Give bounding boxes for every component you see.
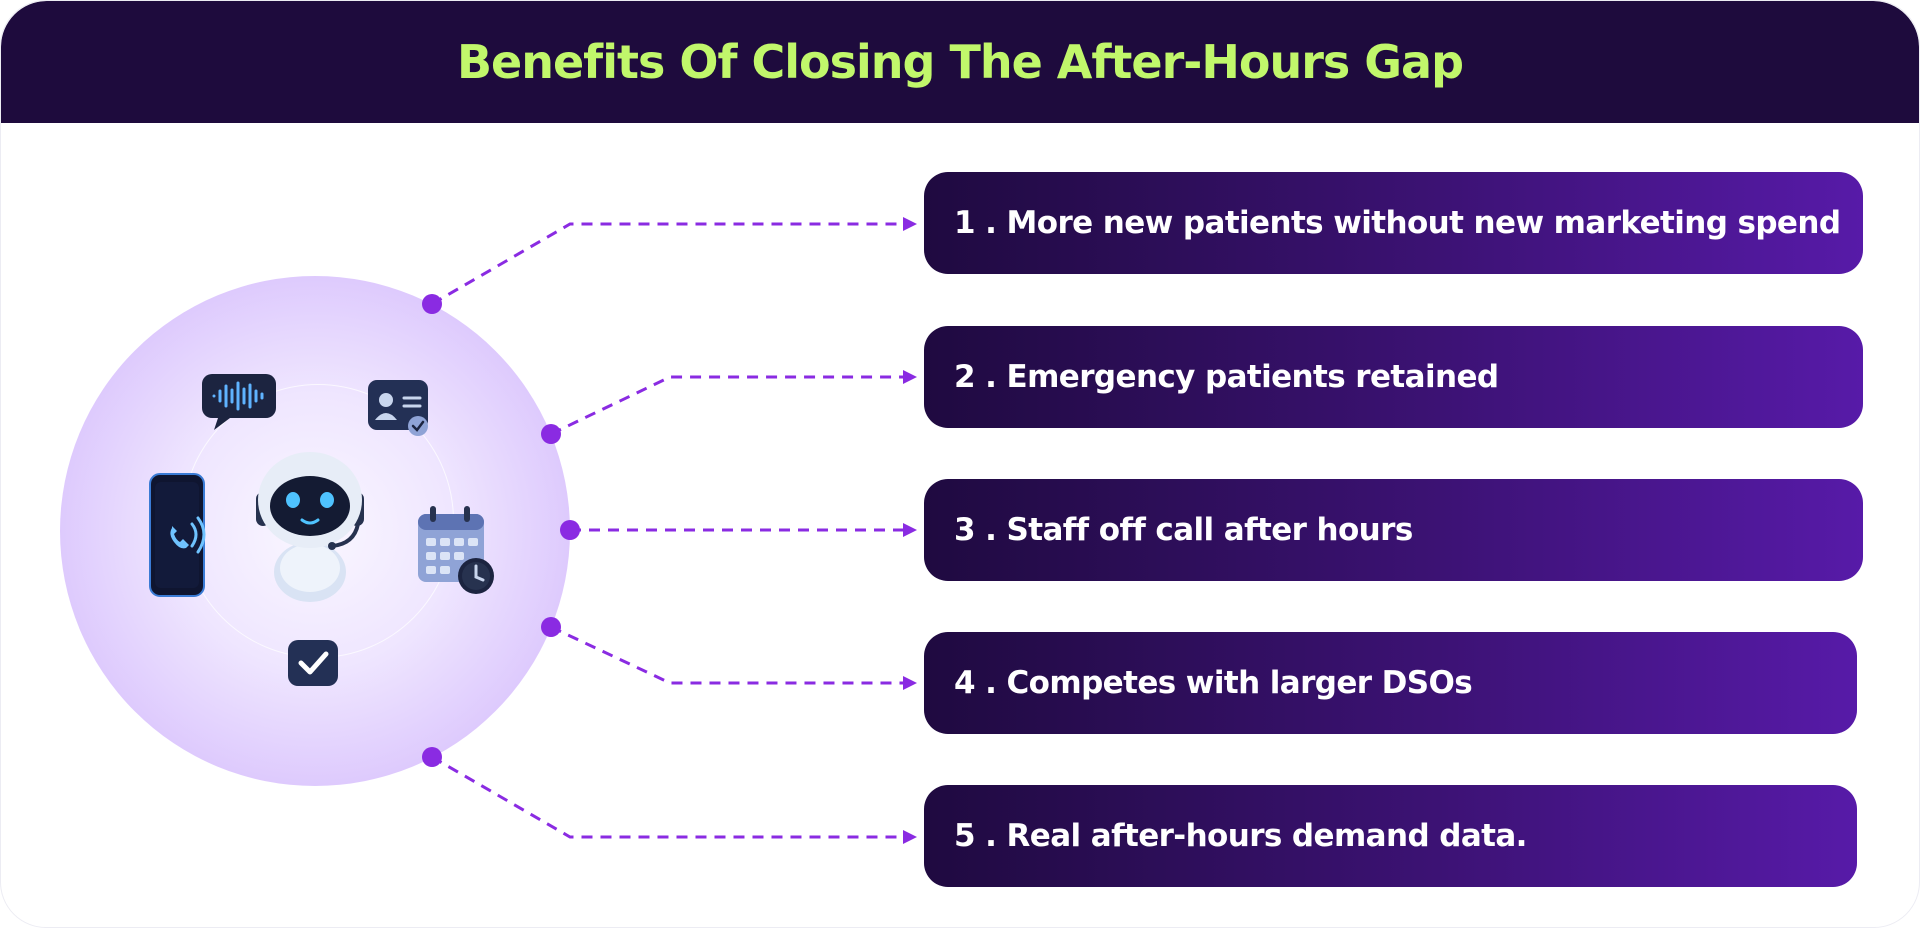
smartphone-call-icon xyxy=(149,473,206,597)
contact-card-icon xyxy=(368,380,428,436)
benefit-box-3: 3 . Staff off call after hours xyxy=(924,479,1863,581)
connector-dot-3 xyxy=(560,520,580,540)
benefit-box-2: 2 . Emergency patients retained xyxy=(924,326,1863,428)
robot-assistant-icon xyxy=(256,452,364,602)
voice-message-icon xyxy=(202,374,276,430)
connector-dot-1 xyxy=(422,294,442,314)
checkmark-icon xyxy=(288,640,338,686)
benefit-label-1: 1 . More new patients without new market… xyxy=(954,205,1841,241)
calendar-icon xyxy=(418,506,494,594)
connector-5 xyxy=(431,755,917,844)
connector-dot-4 xyxy=(541,617,561,637)
benefit-label-2: 2 . Emergency patients retained xyxy=(954,359,1499,395)
connector-2 xyxy=(550,370,917,436)
benefit-box-1: 1 . More new patients without new market… xyxy=(924,172,1863,274)
benefit-label-4: 4 . Competes with larger DSOs xyxy=(954,665,1473,701)
connector-dot-5 xyxy=(422,747,442,767)
benefit-label-3: 3 . Staff off call after hours xyxy=(954,512,1413,548)
connector-dot-2 xyxy=(541,424,561,444)
header-bar: Benefits Of Closing The After-Hours Gap xyxy=(1,1,1919,123)
connector-1 xyxy=(431,217,917,306)
page-title: Benefits Of Closing The After-Hours Gap xyxy=(456,35,1464,89)
connector-4 xyxy=(550,625,917,690)
benefit-box-5: 5 . Real after-hours demand data. xyxy=(924,785,1857,887)
benefit-box-4: 4 . Competes with larger DSOs xyxy=(924,632,1857,734)
benefit-label-5: 5 . Real after-hours demand data. xyxy=(954,818,1527,854)
